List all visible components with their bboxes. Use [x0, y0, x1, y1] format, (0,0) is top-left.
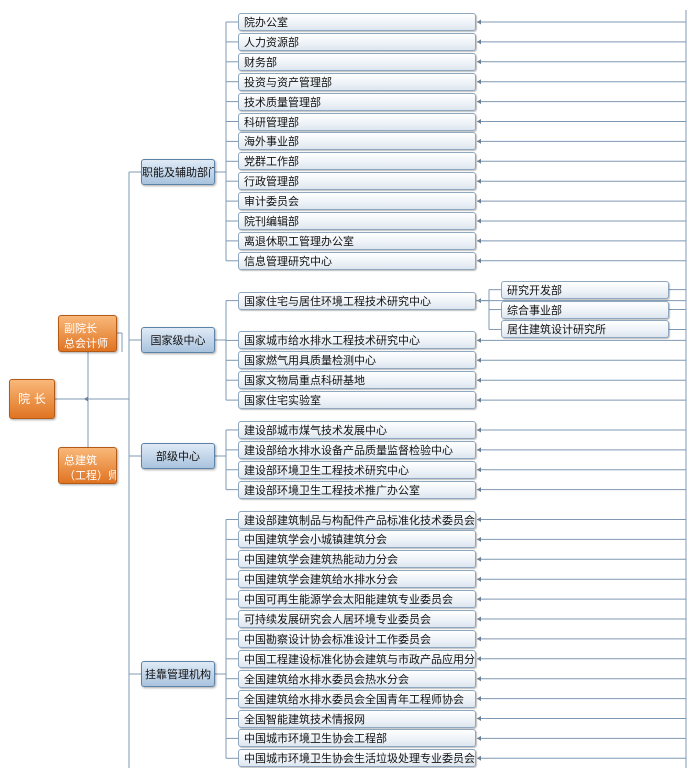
dept-item[interactable]: 海外事业部: [238, 132, 476, 151]
dept-item[interactable]: 投资与资产管理部: [238, 72, 476, 91]
dept-item[interactable]: 建设部给水排水设备产品质量监督检验中心: [238, 440, 476, 459]
arrow-head-icon: [477, 517, 481, 522]
dept-item[interactable]: 离退休职工管理办公室: [238, 231, 476, 250]
dept-item[interactable]: 建设部城市煤气技术发展中心: [238, 420, 476, 439]
arrow-head-icon: [477, 487, 481, 493]
category-ministry[interactable]: 部级中心: [141, 443, 215, 469]
dept-item[interactable]: 行政管理部: [238, 172, 476, 191]
dept-item[interactable]: 中国建筑学会建筑热能动力分会: [238, 550, 476, 569]
dept-item[interactable]: 财务部: [238, 52, 476, 71]
arrow-head-icon: [477, 536, 481, 542]
category-national[interactable]: 国家级中心: [141, 327, 215, 353]
dept-item[interactable]: 中国可再生能源学会太阳能建筑专业委员会: [238, 590, 476, 609]
dept-item[interactable]: 中国工程建设标准化协会建筑与市政产品应用分会: [238, 649, 476, 668]
sub-unit-item[interactable]: 研究开发部: [501, 280, 669, 299]
sub-unit-item[interactable]: 综合事业部: [501, 300, 669, 319]
vice-president-line-1: 副院长: [64, 322, 97, 335]
dept-item[interactable]: 国家燃气用具质量检测中心: [238, 351, 476, 370]
arrow-head-icon: [477, 158, 481, 164]
dept-item[interactable]: 中国建筑学会建筑给水排水分会: [238, 570, 476, 589]
arrow-head-icon: [477, 755, 481, 761]
dept-item[interactable]: 全国建筑给水排水委员会热水分会: [238, 669, 476, 688]
dept-item[interactable]: 院刊编辑部: [238, 212, 476, 230]
arrow-head-icon: [477, 59, 481, 65]
dept-item[interactable]: 中国城市环境卫生协会生活垃圾处理专业委员会: [238, 749, 476, 768]
dept-item[interactable]: 国家文物局重点科研基地: [238, 371, 476, 390]
arrow-head-icon: [477, 447, 481, 453]
dept-item[interactable]: 院办公室: [238, 13, 476, 31]
arrow-head-icon: [477, 19, 481, 25]
arrow-head-icon: [477, 357, 481, 363]
chief-engineer-box[interactable]: 总建筑 （工程）师: [58, 447, 117, 484]
arrow-head-icon: [477, 39, 481, 45]
category-affiliated[interactable]: 挂靠管理机构: [141, 661, 215, 687]
chief-engineer-line-2: （工程）师: [64, 469, 117, 482]
dept-item[interactable]: 全国智能建筑技术情报网: [238, 709, 476, 728]
dept-item[interactable]: 中国建筑学会小城镇建筑分会: [238, 530, 476, 549]
arrow-head-icon: [477, 198, 481, 204]
arrow-head-icon: [477, 576, 481, 582]
dept-item[interactable]: 可持续发展研究会人居环境专业委员会: [238, 610, 476, 628]
dept-item[interactable]: 国家住宅实验室: [238, 391, 476, 410]
dept-item[interactable]: 信息管理研究中心: [238, 251, 476, 270]
arrow-head-icon: [477, 656, 481, 662]
arrow-head-icon: [477, 696, 481, 702]
arrow-head-icon: [477, 99, 481, 105]
arrow-head-icon: [477, 636, 481, 642]
arrow-head-icon: [477, 676, 481, 682]
dept-item[interactable]: 审计委员会: [238, 192, 476, 211]
sub-unit-item[interactable]: 居住建筑设计研究所: [501, 320, 669, 339]
arrow-head-icon: [477, 596, 481, 602]
arrow-head-icon: [477, 238, 481, 244]
vice-president-box[interactable]: 副院长 总会计师: [58, 315, 117, 352]
arrow-head-icon: [477, 616, 481, 622]
dept-item[interactable]: 科研管理部: [238, 112, 476, 131]
dept-item[interactable]: 国家住宅与居住环境工程技术研究中心: [238, 291, 476, 310]
dept-item[interactable]: 建设部建筑制品与构配件产品标准化技术委员会: [238, 510, 476, 529]
vice-president-line-2: 总会计师: [64, 337, 108, 350]
dept-item[interactable]: 建设部环境卫生工程技术推广办公室: [238, 480, 476, 499]
arrow-head-icon: [477, 427, 481, 433]
arrow-head-icon: [477, 337, 481, 343]
arrow-head-icon: [477, 735, 481, 741]
chief-engineer-line-1: 总建筑: [64, 454, 97, 467]
dept-item[interactable]: 中国勘察设计协会标准设计工作委员会: [238, 629, 476, 648]
category-functional[interactable]: 职能及辅助部门: [141, 159, 215, 185]
arrow-head-icon: [477, 397, 481, 403]
dept-item[interactable]: 中国城市环境卫生协会工程部: [238, 729, 476, 748]
dept-item[interactable]: 建设部环境卫生工程技术研究中心: [238, 460, 476, 479]
arrow-head-icon: [477, 377, 481, 383]
arrow-head-icon: [477, 258, 481, 264]
dept-item[interactable]: 人力资源部: [238, 32, 476, 51]
arrow-head-icon: [477, 467, 481, 473]
arrow-head-icon: [477, 178, 481, 184]
dept-item[interactable]: 技术质量管理部: [238, 92, 476, 111]
arrow-head-icon: [477, 119, 481, 124]
arrow-head-icon: [477, 218, 481, 224]
arrow-head-icon: [84, 396, 88, 402]
arrow-head-icon: [477, 79, 481, 85]
president-box[interactable]: 院 长: [9, 379, 55, 419]
dept-item[interactable]: 全国建筑给水排水委员会全国青年工程师协会: [238, 689, 476, 708]
dept-item[interactable]: 党群工作部: [238, 152, 476, 171]
arrow-head-icon: [477, 138, 481, 144]
arrow-head-icon: [477, 556, 481, 562]
arrow-head-icon: [477, 716, 481, 721]
dept-item[interactable]: 国家城市给水排水工程技术研究中心: [238, 331, 476, 350]
